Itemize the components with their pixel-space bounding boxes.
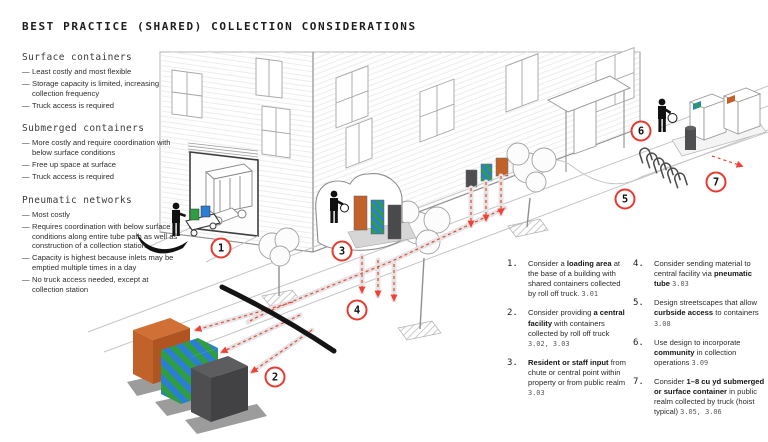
sidebar-section-surface-containers: Surface containers Least costly and most… <box>22 52 178 110</box>
bullet: Truck access is required <box>22 101 178 111</box>
legend-item-7: 7. Consider 1–8 cu yd submerged or surfa… <box>633 377 767 417</box>
legend-item-5: 5. Design streetscapes that allow curbsi… <box>633 298 767 328</box>
item-text: Resident or staff input from chute or ce… <box>528 357 626 398</box>
legend-item-6: 6. Use design to incorporate community i… <box>633 338 767 368</box>
callout-1: 1 <box>210 237 232 259</box>
roll-off-truck-icon <box>205 163 253 226</box>
curb-accent-thick <box>219 284 337 354</box>
callout-2: 2 <box>264 366 286 388</box>
legend-column-1: 1. Consider a loading area at the base o… <box>507 259 627 427</box>
item-text: Consider 1–8 cu yd submerged or surface … <box>654 377 765 417</box>
legend-column-2: 4. Consider sending material to central … <box>633 259 767 427</box>
bullet: Capacity is highest because inlets may b… <box>22 253 178 273</box>
tree <box>396 200 451 341</box>
callout-3: 3 <box>331 240 353 262</box>
trash-bin-icon <box>685 125 696 150</box>
item-text: Consider providing a central facility wi… <box>528 308 625 348</box>
sidebar-section-submerged-containers: Submerged containers More costly and req… <box>22 123 178 181</box>
pneumatic-inlet-icons <box>465 157 509 188</box>
section-heading: Submerged containers <box>22 123 145 135</box>
bullet: Storage capacity is limited, increasing … <box>22 79 178 99</box>
bullet: Most costly <box>22 210 178 220</box>
item-number: 5. <box>633 298 644 309</box>
callout-4: 4 <box>346 299 368 321</box>
building <box>159 46 641 253</box>
callout-7: 7 <box>705 171 727 193</box>
sidebar-section-pneumatic-networks: Pneumatic networks Most costly Requires … <box>22 195 178 295</box>
item-text: Consider a loading area at the base of a… <box>528 259 621 299</box>
legend-item-2: 2. Consider providing a central facility… <box>507 308 627 348</box>
item-number: 6. <box>633 337 644 348</box>
item-number: 3. <box>507 357 518 368</box>
tree <box>506 142 557 238</box>
bullet: Least costly and most flexible <box>22 67 178 77</box>
item-text: Design streetscapes that allow curbside … <box>654 298 759 328</box>
person-icon <box>658 98 678 132</box>
legend-item-4: 4. Consider sending material to central … <box>633 259 767 289</box>
bullet: No truck access needed, except at collec… <box>22 275 178 295</box>
container-gray <box>191 356 248 422</box>
collection-cart-icon <box>185 205 221 237</box>
person-icon <box>330 190 349 223</box>
bike-rack-icons <box>639 147 689 189</box>
legend-item-1: 1. Consider a loading area at the base o… <box>507 259 627 299</box>
section-heading: Pneumatic networks <box>22 194 133 206</box>
item-number: 4. <box>633 259 644 269</box>
item-text: Use design to incorporate community in c… <box>654 337 741 367</box>
public-realm-containers <box>671 87 767 157</box>
item-number: 2. <box>507 308 518 319</box>
central-facility-containers <box>127 318 267 434</box>
bullet: More costly and require coordination wit… <box>22 138 178 158</box>
tree <box>258 227 301 307</box>
item-number: 7. <box>633 377 644 388</box>
callout-5: 5 <box>614 188 636 210</box>
bullet: Free up space at surface <box>22 160 178 170</box>
page-title: BEST PRACTICE (SHARED) COLLECTION CONSID… <box>22 20 417 33</box>
chute-container-icons <box>353 195 402 240</box>
item-number: 1. <box>507 259 518 269</box>
cutaway-room <box>315 173 417 251</box>
legend-item-3: 3. Resident or staff input from chute or… <box>507 358 627 398</box>
bullet: Requires coordination with below surface… <box>22 222 178 252</box>
sidebar: Surface containers Least costly and most… <box>22 52 178 308</box>
callout-6: 6 <box>630 120 652 142</box>
entrance-canopy <box>546 75 632 172</box>
item-text: Consider sending material to central fac… <box>654 259 752 289</box>
considerations-legend: 1. Consider a loading area at the base o… <box>507 259 767 427</box>
pneumatic-tube-network <box>193 155 744 375</box>
section-heading: Surface containers <box>22 52 133 63</box>
bullet: Truck access is required <box>22 172 178 182</box>
